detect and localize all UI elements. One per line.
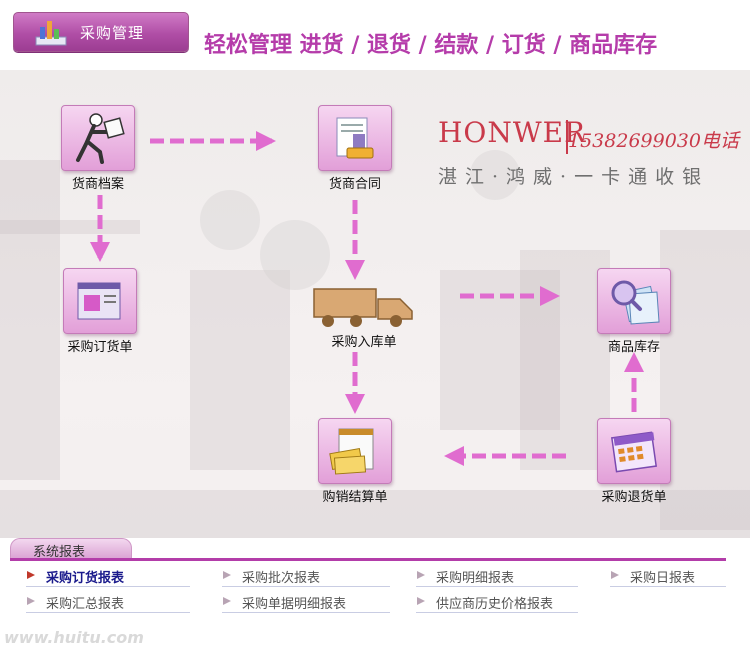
money-notebook-icon — [329, 428, 374, 475]
brand-phone: 15382699030电话 — [568, 130, 739, 152]
node-supplier-contract-label: 货商合同 — [328, 177, 381, 192]
brand-divider — [566, 120, 568, 154]
report-link-purchase-batch[interactable]: 采购批次报表 — [222, 566, 390, 587]
reports-tab: 系统报表 — [10, 538, 132, 560]
order-form-icon — [77, 282, 121, 320]
node-purchase-return-label: 采购退货单 — [601, 490, 667, 505]
arrow-bullet-icon — [417, 597, 425, 605]
page-headline: 轻松管理 进货 / 退货 / 结款 / 订货 / 商品库存 — [204, 32, 658, 58]
magnifier-cards-icon — [611, 280, 660, 325]
report-link-purchase-summary[interactable]: 采购汇总报表 — [26, 592, 190, 613]
watermark: www.huitu.com — [4, 628, 144, 647]
report-link-purchase-detail[interactable]: 采购明细报表 — [416, 566, 578, 587]
truck-icon — [313, 288, 413, 327]
node-purchase-return[interactable]: 采购退货单 — [592, 418, 676, 505]
arrow-bullet-icon — [27, 571, 35, 579]
chart-icon — [35, 21, 67, 46]
node-inventory[interactable]: 商品库存 — [594, 268, 674, 355]
arrow-bullet-icon — [417, 571, 425, 579]
calendar-icon — [610, 431, 658, 473]
delivery-man-icon — [76, 113, 125, 164]
node-supplier-file-label: 货商档案 — [71, 177, 124, 192]
node-settlement-label: 购销结算单 — [322, 490, 388, 505]
module-tab-label: 采购管理 — [80, 24, 145, 42]
module-tab-purchase[interactable]: 采购管理 — [13, 12, 189, 52]
arrow-bullet-icon — [223, 571, 231, 579]
brand-name: HONWER — [438, 116, 587, 149]
top-bar: 采购管理 轻松管理 进货 / 退货 / 结款 / 订货 / 商品库存 — [0, 0, 750, 70]
report-link-purchase-doc-detail[interactable]: 采购单据明细报表 — [222, 592, 390, 613]
node-purchase-order-label: 采购订货单 — [67, 340, 133, 355]
brand-banner: HONWER 15382699030电话 湛江·鸿威·一卡通收银 — [430, 80, 746, 190]
arrow-bullet-icon — [223, 597, 231, 605]
node-supplier-contract[interactable]: 货商合同 — [315, 105, 395, 192]
report-link-purchase-order[interactable]: 采购订货报表 — [26, 566, 190, 587]
node-purchase-receipt-label: 采购入库单 — [331, 335, 397, 350]
node-inventory-label: 商品库存 — [607, 340, 660, 355]
node-supplier-file[interactable]: 货商档案 — [58, 105, 138, 192]
arrow-bullet-icon — [611, 571, 619, 579]
node-purchase-order[interactable]: 采购订货单 — [58, 268, 142, 355]
stamp-contract-icon — [336, 117, 374, 159]
node-settlement[interactable]: 购销结算单 — [313, 418, 397, 505]
arrow-bullet-icon — [27, 597, 35, 605]
report-link-purchase-daily[interactable]: 采购日报表 — [610, 566, 726, 587]
report-link-supplier-price-history[interactable]: 供应商历史价格报表 — [416, 592, 578, 613]
brand-slogan: 湛江·鸿威·一卡通收银 — [438, 166, 710, 188]
reports-tab-label: 系统报表 — [33, 545, 86, 560]
node-purchase-receipt[interactable]: 采购入库单 — [312, 283, 416, 350]
reports-divider — [10, 558, 726, 561]
report-section: 系统报表 采购订货报表 采购批次报表 采购明细报表 采购日报表 采购汇总报表 采… — [0, 538, 750, 650]
